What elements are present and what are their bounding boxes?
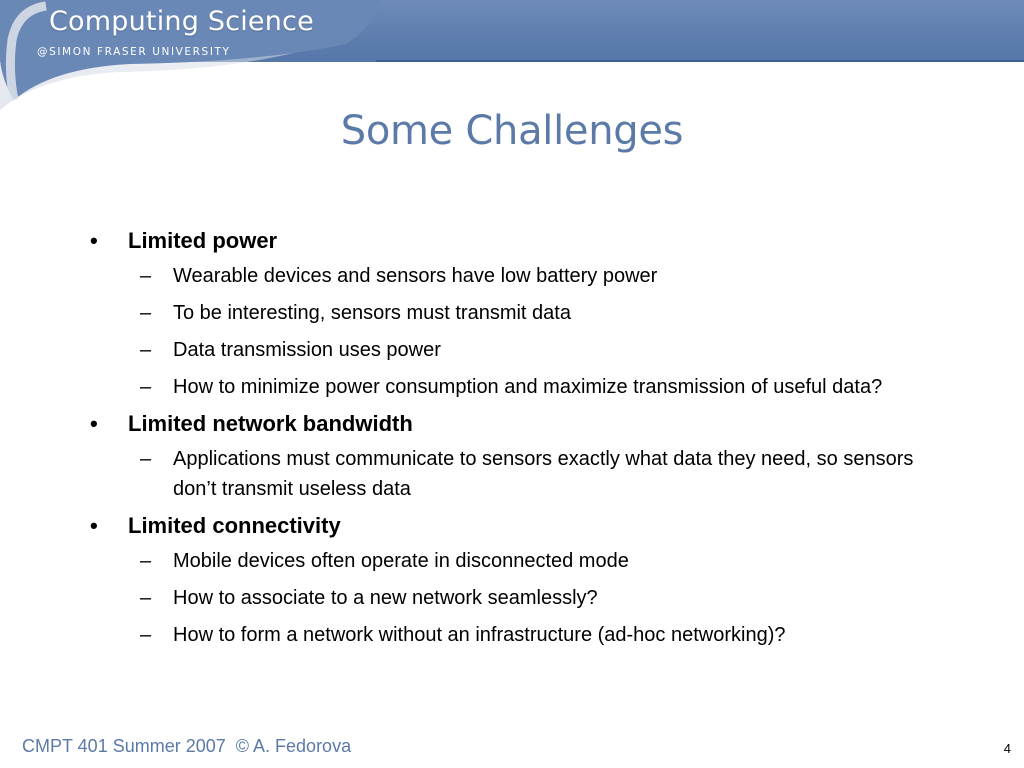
bullet-heading: Limited power — [128, 228, 278, 253]
slide-title: Some Challenges — [340, 108, 684, 154]
sub-item-text: How to associate to a new network seamle… — [173, 587, 598, 609]
dash-marker: – — [140, 339, 152, 361]
bullet-limited-network-bandwidth: • Limited network bandwidth — [90, 409, 960, 439]
dash-marker: – — [140, 265, 152, 287]
sub-item: – Applications must communicate to senso… — [90, 444, 960, 504]
sub-item-text: Applications must communicate to sensors… — [173, 448, 914, 500]
bullet-dot: • — [90, 228, 98, 253]
header-divider — [376, 60, 1024, 62]
sub-item: – To be interesting, sensors must transm… — [90, 298, 960, 328]
bullet-dot: • — [90, 513, 98, 538]
sub-item: – Wearable devices and sensors have low … — [90, 261, 960, 291]
sub-item-text: Mobile devices often operate in disconne… — [173, 550, 629, 572]
bullet-limited-connectivity: • Limited connectivity — [90, 511, 960, 541]
sub-item-text: To be interesting, sensors must transmit… — [173, 302, 571, 324]
sub-item-text: Wearable devices and sensors have low ba… — [173, 265, 658, 287]
bullet-heading: Limited connectivity — [128, 513, 341, 538]
sub-item-text: How to form a network without an infrast… — [173, 624, 786, 646]
sub-item: – Data transmission uses power — [90, 335, 960, 365]
bullet-dot: • — [90, 411, 98, 436]
dash-marker: – — [140, 624, 152, 646]
sub-item-text: How to minimize power consumption and ma… — [173, 376, 883, 398]
page-number: 4 — [1003, 741, 1011, 756]
logo-swoosh-graphic — [0, 0, 380, 110]
logo-title: Computing Science — [49, 6, 314, 37]
sub-item: – How to minimize power consumption and … — [90, 372, 960, 402]
sub-item: – Mobile devices often operate in discon… — [90, 546, 960, 576]
sub-item: – How to form a network without an infra… — [90, 620, 960, 650]
bullet-limited-power: • Limited power — [90, 226, 960, 256]
dash-marker: – — [140, 302, 152, 324]
slide-body: • Limited power – Wearable devices and s… — [90, 222, 960, 657]
logo-subtitle: @SIMON FRASER UNIVERSITY — [37, 46, 231, 58]
dash-marker: – — [140, 448, 152, 470]
sub-item-text: Data transmission uses power — [173, 339, 441, 361]
sub-item: – How to associate to a new network seam… — [90, 583, 960, 613]
bullet-heading: Limited network bandwidth — [128, 411, 413, 436]
dash-marker: – — [140, 376, 152, 398]
footer-course-info: CMPT 401 Summer 2007 © A. Fedorova — [22, 736, 352, 756]
dash-marker: – — [140, 587, 152, 609]
dash-marker: – — [140, 550, 152, 572]
